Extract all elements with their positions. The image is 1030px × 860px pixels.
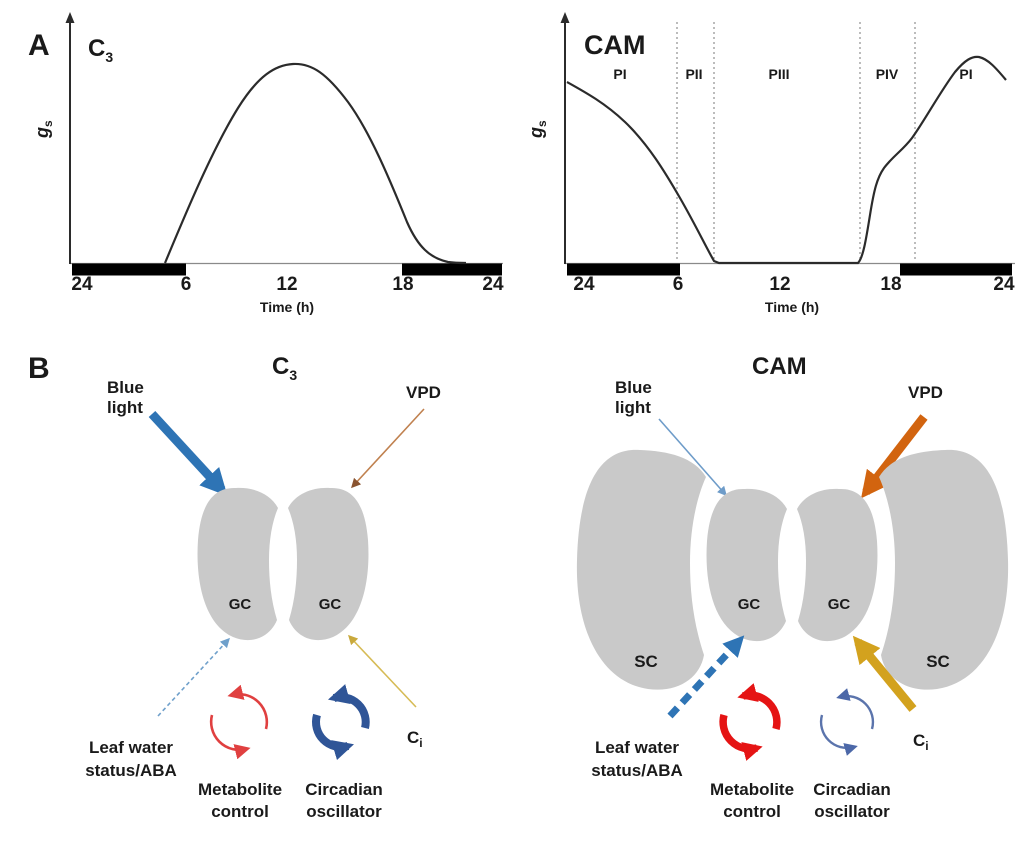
subsidiary-cell-left xyxy=(576,449,706,690)
x-tick-label: 24 xyxy=(993,274,1015,295)
guard-cell-right xyxy=(288,487,369,641)
cam-y-axis-label: gs xyxy=(526,120,549,139)
metabolite-control-label: Metabolite xyxy=(198,780,282,799)
cam-chart-title: CAM xyxy=(584,30,646,60)
ci-label: Ci xyxy=(407,728,423,750)
metabolite-cycle-icon xyxy=(719,683,781,761)
c3-x-axis-label: Time (h) xyxy=(260,299,314,315)
x-tick-label: 6 xyxy=(181,274,192,295)
c3-stoma-diagram: C3 Blue light VPD GC GC Leaf water statu… xyxy=(85,353,441,821)
subsidiary-cell-right xyxy=(879,449,1009,690)
blue-light-label: light xyxy=(107,398,143,417)
x-tick-label: 24 xyxy=(482,274,504,295)
cam-phase-label: PII xyxy=(685,66,702,82)
circadian-oscillator-label: Circadian xyxy=(813,780,890,799)
c3-gs-curve xyxy=(163,62,467,265)
metabolite-control-label: control xyxy=(211,802,269,821)
c3-y-axis-label: gs xyxy=(32,120,55,139)
metabolite-control-label: control xyxy=(723,802,781,821)
blue-light-label: light xyxy=(615,398,651,417)
c3-y-axis-arrow-icon xyxy=(65,12,75,23)
x-tick-label: 18 xyxy=(392,274,413,295)
cam-gs-curve xyxy=(566,55,1007,265)
circadian-oscillator-label: Circadian xyxy=(305,780,382,799)
circadian-cycle-icon xyxy=(819,688,875,756)
subsidiary-cell-label: SC xyxy=(926,652,950,671)
ci-arrow xyxy=(348,634,417,708)
guard-cell-label: GC xyxy=(738,596,761,613)
guard-cell-left xyxy=(197,487,278,641)
leaf-water-label: Leaf water xyxy=(595,738,679,757)
cam-phase-label: PI xyxy=(613,66,626,82)
x-tick-label: 6 xyxy=(673,274,684,295)
blue-light-label: Blue xyxy=(107,378,144,397)
vpd-arrow xyxy=(351,408,425,489)
ci-label: Ci xyxy=(913,731,929,753)
cam-diagram-title: CAM xyxy=(752,353,807,380)
cam-phase-label: PIII xyxy=(768,66,789,82)
cam-night-bar-2 xyxy=(900,263,1012,276)
cam-phase-label: PI xyxy=(959,66,972,82)
cam-night-bar-1 xyxy=(567,263,680,276)
panel-b-label: B xyxy=(28,352,50,385)
x-tick-label: 24 xyxy=(573,274,595,295)
cam-chart: CAM gs PI PII PIII PIV PI 24 6 12 18 24 … xyxy=(526,12,1015,315)
vpd-label: VPD xyxy=(406,383,441,402)
leaf-water-aba-arrow xyxy=(157,637,230,717)
guard-cell-left xyxy=(706,488,787,642)
blue-light-arrow xyxy=(658,418,727,497)
c3-night-bar-1 xyxy=(72,263,186,276)
leaf-water-label: status/ABA xyxy=(85,761,177,780)
metabolite-cycle-icon xyxy=(209,684,269,760)
cam-phase-label: PIV xyxy=(876,66,899,82)
vpd-label: VPD xyxy=(908,383,943,402)
vpd-arrow xyxy=(861,414,928,499)
x-tick-label: 24 xyxy=(71,274,93,295)
cam-stoma-diagram: CAM Blue light VPD SC SC GC GC Leaf wate… xyxy=(576,353,1009,821)
leaf-water-label: Leaf water xyxy=(89,738,173,757)
metabolite-control-label: Metabolite xyxy=(710,780,794,799)
cam-y-axis-arrow-icon xyxy=(560,12,570,23)
c3-chart: C3 gs 24 6 12 18 24 Time (h) xyxy=(32,12,504,315)
blue-light-arrow xyxy=(148,410,228,496)
x-tick-label: 12 xyxy=(769,274,790,295)
c3-night-bar-2 xyxy=(402,263,502,276)
cam-x-axis-label: Time (h) xyxy=(765,299,819,315)
c3-diagram-title: C3 xyxy=(272,353,297,383)
guard-cell-label: GC xyxy=(319,596,342,613)
c3-chart-title: C3 xyxy=(88,35,113,65)
panel-a-label: A xyxy=(28,29,50,62)
circadian-cycle-icon xyxy=(312,684,370,761)
guard-cell-label: GC xyxy=(229,596,252,613)
circadian-oscillator-label: oscillator xyxy=(814,802,890,821)
circadian-oscillator-label: oscillator xyxy=(306,802,382,821)
guard-cell-label: GC xyxy=(828,596,851,613)
x-tick-label: 12 xyxy=(276,274,297,295)
guard-cell-right xyxy=(797,488,878,642)
subsidiary-cell-label: SC xyxy=(634,652,658,671)
x-tick-label: 18 xyxy=(880,274,901,295)
ci-arrow xyxy=(852,635,917,712)
leaf-water-label: status/ABA xyxy=(591,761,683,780)
blue-light-label: Blue xyxy=(615,378,652,397)
